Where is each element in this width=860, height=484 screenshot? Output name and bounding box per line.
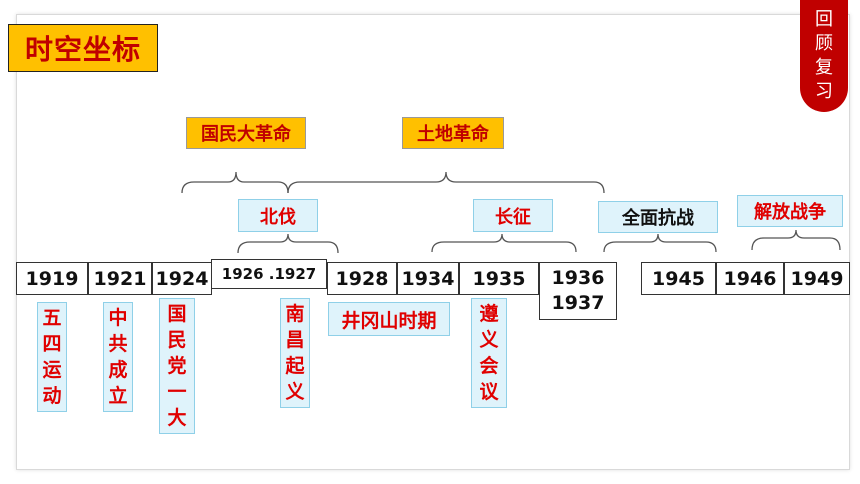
event-may-fourth: 五 四 运 动 (37, 302, 67, 412)
review-tab-char: 顾 (815, 33, 833, 54)
event-char: 昌 (285, 329, 305, 351)
review-tab-char: 习 (815, 81, 833, 102)
event-char: 成 (108, 359, 128, 381)
brace-long-march (431, 233, 577, 253)
year-1924: 1924 (152, 262, 212, 295)
event-char: 运 (42, 359, 62, 381)
slide-frame (16, 14, 850, 470)
year-1937: 1937 (551, 292, 605, 314)
year-1935: 1935 (459, 262, 539, 295)
event-char: 立 (108, 385, 128, 407)
event-char: 会 (479, 355, 499, 377)
year-1921: 1921 (88, 262, 152, 295)
brace-land-revolution (287, 171, 605, 194)
event-char: 五 (42, 307, 62, 329)
brace-northern-expedition (237, 233, 339, 254)
year-1936-1937: 1936 1937 (539, 262, 617, 320)
period-national-revolution: 国民大革命 (186, 117, 306, 149)
brace-anti-japanese-war (603, 233, 717, 253)
event-char: 动 (42, 385, 62, 407)
page-title: 时空坐标 (8, 24, 158, 72)
year-1936: 1936 (551, 267, 605, 289)
event-char: 四 (42, 333, 62, 355)
period-land-revolution: 土地革命 (402, 117, 504, 149)
event-anti-japanese-war: 全面抗战 (598, 201, 718, 233)
review-tab[interactable]: 回 顾 复 习 (800, 0, 848, 112)
year-1919: 1919 (16, 262, 88, 295)
brace-national-revolution (181, 171, 289, 194)
event-char: 国 (167, 303, 187, 325)
event-liberation-war: 解放战争 (737, 195, 843, 227)
year-1934: 1934 (397, 262, 459, 295)
year-1928: 1928 (327, 262, 397, 295)
event-nanchang-uprising: 南 昌 起 义 (280, 298, 310, 408)
event-zunyi-conference: 遵 义 会 议 (471, 298, 507, 408)
event-char: 南 (285, 303, 305, 325)
review-tab-char: 复 (815, 57, 833, 78)
event-char: 遵 (479, 303, 499, 325)
review-tab-char: 回 (815, 9, 833, 30)
event-char: 党 (167, 355, 187, 377)
event-char: 中 (108, 307, 128, 329)
brace-liberation-war (751, 229, 841, 251)
event-long-march: 长征 (473, 199, 553, 232)
event-char: 议 (479, 381, 499, 403)
event-char: 义 (285, 381, 305, 403)
year-1946: 1946 (716, 262, 784, 295)
event-northern-expedition: 北伐 (238, 199, 318, 232)
event-cpc-founded: 中 共 成 立 (103, 302, 133, 412)
event-char: 民 (167, 329, 187, 351)
event-char: 共 (108, 333, 128, 355)
year-1949: 1949 (784, 262, 850, 295)
event-jinggangshan: 井冈山时期 (328, 302, 450, 336)
event-char: 一 (167, 381, 187, 403)
event-char: 大 (167, 407, 187, 429)
year-1945: 1945 (641, 262, 716, 295)
event-kmt-first-congress: 国 民 党 一 大 (159, 298, 195, 434)
year-1926-1927: 1926 .1927 (211, 259, 327, 289)
event-char: 起 (285, 355, 305, 377)
event-char: 义 (479, 329, 499, 351)
